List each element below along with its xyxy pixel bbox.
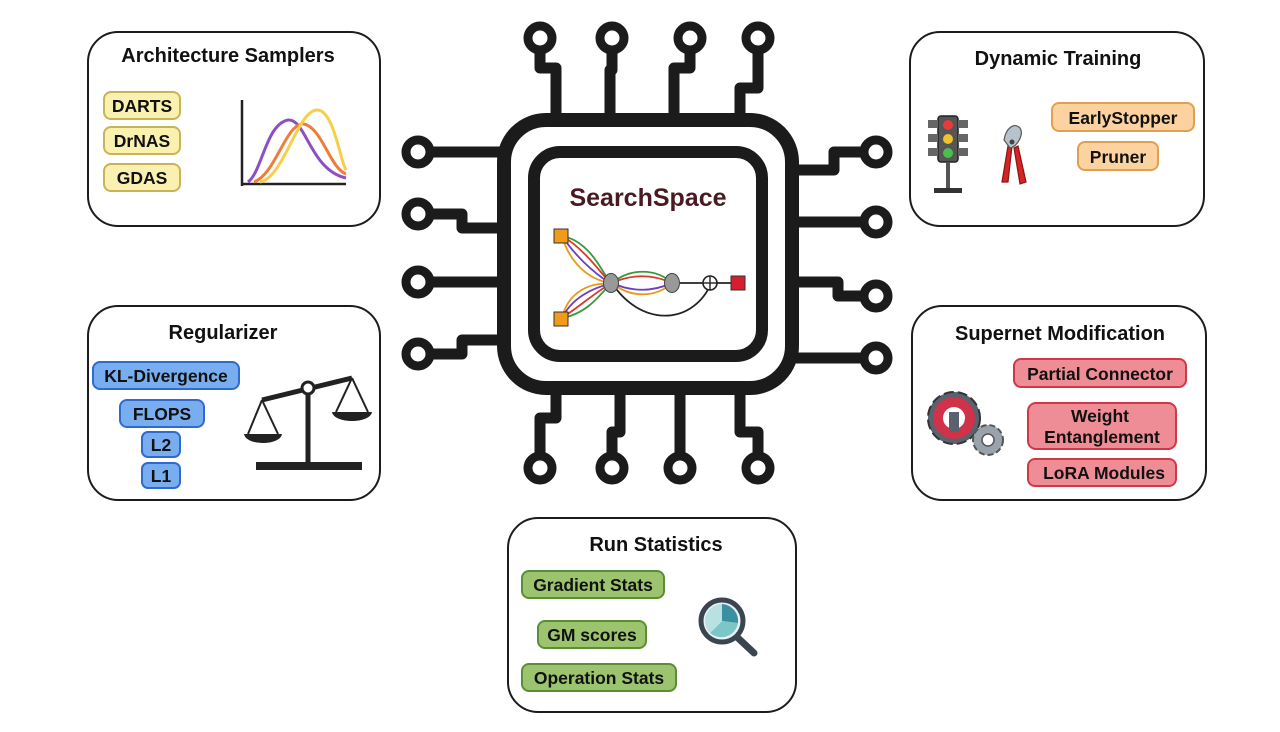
weight-entanglement-tag: Weight Entanglement xyxy=(1027,402,1177,450)
architecture-samplers-panel: Architecture Samplers DARTS DrNAS GDAS xyxy=(87,31,381,227)
architecture-samplers-title: Architecture Samplers xyxy=(121,45,334,67)
svg-text:GM scores: GM scores xyxy=(547,625,637,645)
svg-text:Operation Stats: Operation Stats xyxy=(534,668,665,688)
regularizer-panel: Regularizer KL-Divergence FLOPS L2 L1 xyxy=(87,305,381,501)
svg-text:DrNAS: DrNAS xyxy=(114,131,170,151)
kl-divergence-tag: KL-Divergence xyxy=(92,361,240,390)
svg-text:L1: L1 xyxy=(151,466,172,486)
traffic-light-icon xyxy=(928,115,968,193)
dynamic-training-panel: Dynamic Training EarlyStopper xyxy=(909,31,1205,227)
gears-icon xyxy=(927,391,1004,456)
chip: SearchSpace xyxy=(401,21,893,485)
lora-modules-tag: LoRA Modules xyxy=(1027,458,1177,487)
pruner-tag: Pruner xyxy=(1077,141,1159,171)
regularizer-title: Regularizer xyxy=(169,322,278,344)
chip-title: SearchSpace xyxy=(569,184,726,212)
magnifier-chart-icon xyxy=(698,597,758,657)
l2-tag: L2 xyxy=(141,431,181,458)
gradient-stats-tag: Gradient Stats xyxy=(521,570,665,599)
run-statistics-title: Run Statistics xyxy=(589,534,722,556)
supernet-modification-panel: Supernet Modification Partial Connector … xyxy=(911,305,1207,501)
balance-scale-icon xyxy=(244,375,372,470)
run-statistics-panel: Run Statistics Gradient Stats GM scores … xyxy=(507,517,797,713)
early-stopper-tag: EarlyStopper xyxy=(1051,102,1195,132)
svg-text:FLOPS: FLOPS xyxy=(133,404,191,424)
dynamic-training-title: Dynamic Training xyxy=(975,48,1142,70)
svg-text:GDAS: GDAS xyxy=(117,168,168,188)
operation-stats-tag: Operation Stats xyxy=(521,663,677,692)
distribution-curves-icon xyxy=(240,100,348,186)
svg-text:Pruner: Pruner xyxy=(1090,147,1147,167)
svg-text:Partial Connector: Partial Connector xyxy=(1027,364,1173,384)
sampler-gdas: GDAS xyxy=(103,163,181,192)
svg-text:KL-Divergence: KL-Divergence xyxy=(104,366,228,386)
sampler-darts: DARTS xyxy=(103,91,181,120)
svg-text:DARTS: DARTS xyxy=(112,96,172,116)
sampler-drnas: DrNAS xyxy=(103,126,181,155)
chip-pins xyxy=(401,21,893,485)
svg-text:Gradient Stats: Gradient Stats xyxy=(533,575,653,595)
flops-tag: FLOPS xyxy=(119,399,205,428)
gm-scores-tag: GM scores xyxy=(537,620,647,649)
svg-text:Weight: Weight xyxy=(1071,406,1129,426)
pruning-shears-icon xyxy=(1001,125,1027,185)
l1-tag: L1 xyxy=(141,462,181,489)
svg-text:Entanglement: Entanglement xyxy=(1044,427,1160,447)
svg-text:L2: L2 xyxy=(151,435,172,455)
supernet-modification-title: Supernet Modification xyxy=(955,323,1165,345)
svg-text:EarlyStopper: EarlyStopper xyxy=(1069,108,1178,128)
partial-connector-tag: Partial Connector xyxy=(1013,358,1187,388)
supernet-graph-icon xyxy=(553,228,746,327)
svg-text:LoRA Modules: LoRA Modules xyxy=(1043,463,1165,483)
